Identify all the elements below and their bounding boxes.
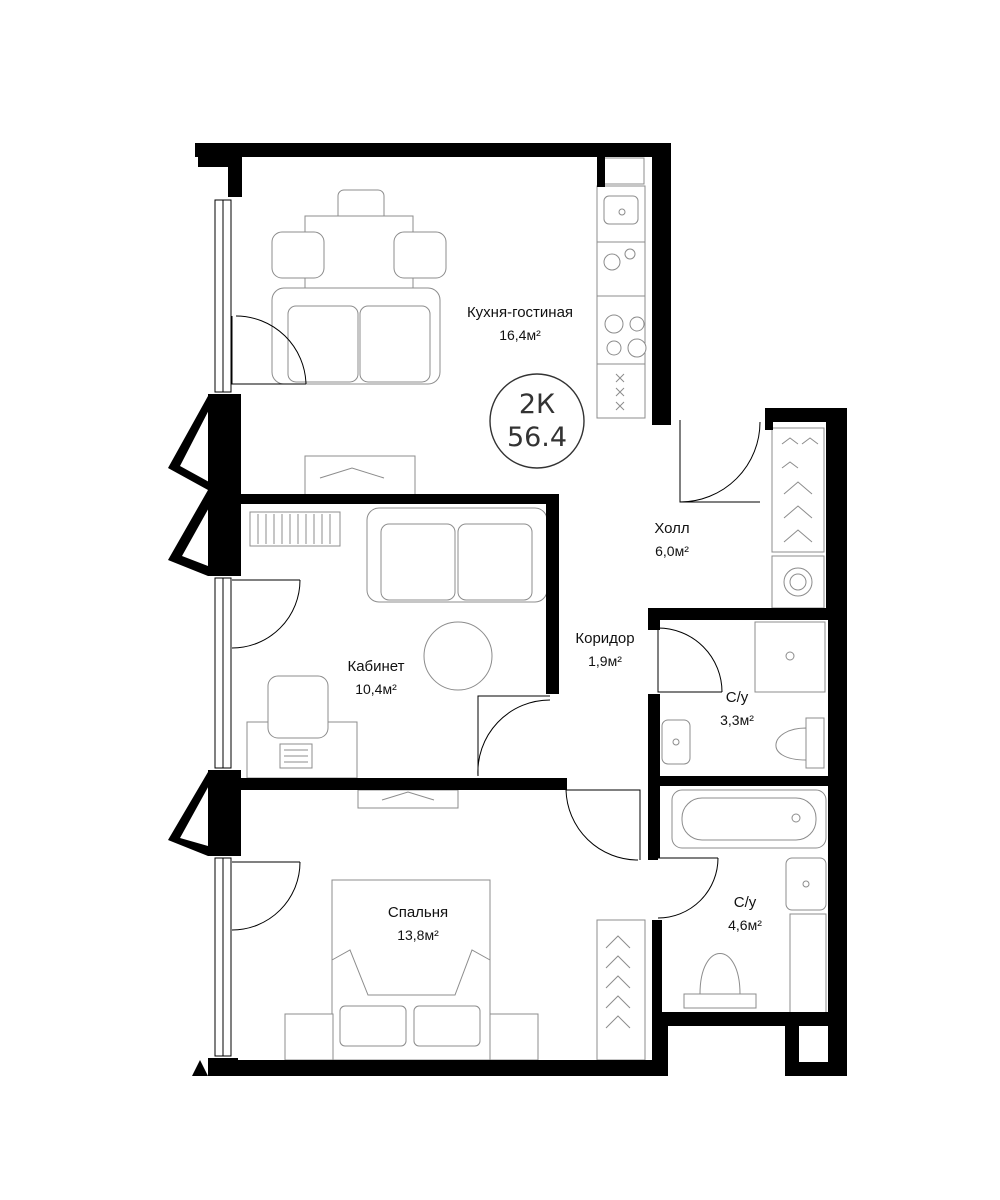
desk-icon	[246, 675, 358, 779]
room-name: Кабинет	[347, 658, 404, 675]
room-area: 4,6м²	[728, 917, 762, 933]
room-area: 1,9м²	[588, 653, 622, 669]
room-area: 16,4м²	[499, 327, 541, 343]
dining-table-icon	[271, 189, 447, 291]
room-area: 13,8м²	[397, 927, 439, 943]
room-name: Кухня-гостиная	[467, 304, 573, 321]
walls	[195, 143, 847, 1076]
room-label-hall: Холл 6,0м²	[654, 520, 689, 559]
room-name: Коридор	[575, 630, 634, 647]
wardrobe-icon	[596, 919, 646, 1061]
bed-icon	[331, 879, 491, 1061]
washing-machine-icon	[771, 555, 825, 609]
apartment-badge: 2К 56.4	[489, 373, 585, 469]
kitchen-sink-icon	[603, 195, 639, 225]
room-name: С/у	[726, 689, 749, 706]
room-label-bathroom-2: С/у 4,6м²	[728, 894, 762, 933]
room-area: 3,3м²	[720, 712, 754, 728]
tv-unit-icon	[304, 455, 416, 497]
bathtub-icon	[671, 789, 827, 849]
room-label-bedroom: Спальня 13,8м²	[388, 904, 448, 943]
toilet-icon	[683, 953, 757, 1009]
room-name: Спальня	[388, 904, 448, 921]
bathroom-sink-icon	[785, 857, 827, 911]
room-area: 6,0м²	[655, 543, 689, 559]
room-name: С/у	[734, 894, 757, 911]
hood-icon	[615, 373, 625, 411]
room-label-kitchen-living: Кухня-гостиная 16,4м²	[467, 304, 573, 343]
sofa-icon	[366, 507, 548, 603]
sofa-icon	[271, 287, 441, 385]
furniture	[246, 157, 827, 1061]
window-icon	[214, 199, 232, 1057]
room-label-corridor: Коридор 1,9м²	[575, 630, 634, 669]
radiator-icon	[249, 511, 341, 547]
bathroom-sink-icon	[661, 719, 691, 765]
dishwasher-icon	[603, 248, 636, 271]
wardrobe-icon	[771, 427, 825, 553]
room-label-bathroom-1: С/у 3,3м²	[720, 689, 754, 728]
apartment-type: 2К	[519, 389, 555, 420]
room-area: 10,4м²	[355, 681, 397, 697]
stove-icon	[604, 314, 647, 358]
door-swing-icon	[231, 315, 761, 931]
round-rug-icon	[423, 621, 493, 691]
room-name: Холл	[654, 520, 689, 537]
shower-icon	[754, 621, 826, 693]
wardrobe-icon	[357, 789, 459, 809]
apartment-area: 56.4	[507, 422, 567, 453]
toilet-icon	[775, 717, 825, 769]
room-label-study: Кабинет 10,4м²	[347, 658, 404, 697]
balcony-icon	[168, 396, 220, 1076]
